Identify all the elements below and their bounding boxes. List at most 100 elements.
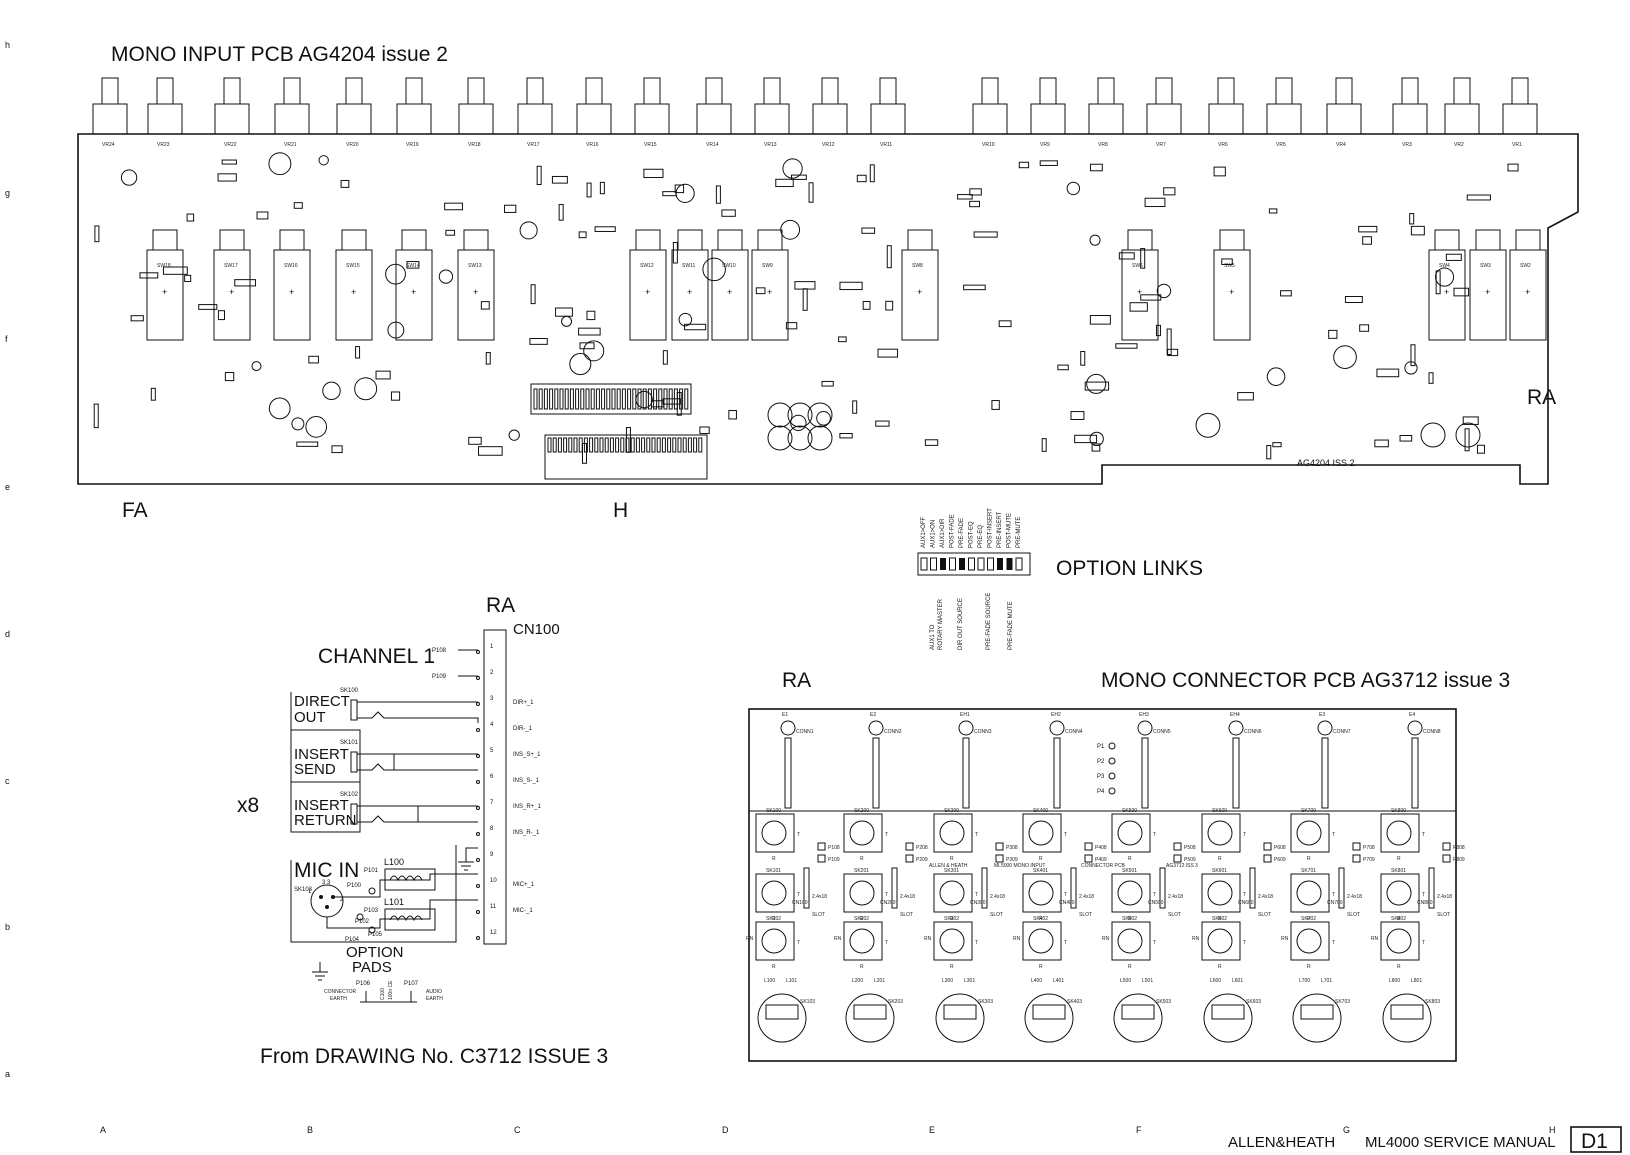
sk101-jack xyxy=(350,751,358,773)
audio-earth-1: AUDIO xyxy=(426,989,442,995)
jack-socket xyxy=(1028,820,1054,846)
ribbon-pin xyxy=(682,437,687,453)
switch-plus: + xyxy=(1229,287,1234,297)
pot-body xyxy=(1030,103,1066,135)
p-pad-a xyxy=(1263,842,1272,851)
resistor xyxy=(1118,252,1135,260)
xlr-outline xyxy=(935,993,985,1043)
pot-label: VR5 xyxy=(1276,142,1286,148)
p-pad-b xyxy=(905,854,914,863)
jack-label: SK501 xyxy=(1122,868,1137,874)
jack-ring: R xyxy=(950,964,954,970)
pot-shaft xyxy=(981,77,999,105)
slot-size: 2.4x18 xyxy=(1168,894,1183,900)
resistor xyxy=(1374,439,1389,448)
jack-label: SK102 xyxy=(766,916,781,922)
pot-label: VR23 xyxy=(157,142,170,148)
option-link-label: AUX1>OFF xyxy=(921,516,927,548)
trace-part xyxy=(1140,248,1146,269)
company-name: ALLEN&HEATH xyxy=(1228,1134,1335,1151)
conn-label: CONN7 xyxy=(1333,729,1351,735)
pot-label: VR6 xyxy=(1218,142,1228,148)
resistor xyxy=(699,426,710,435)
slot-hole xyxy=(981,867,988,909)
trace-part xyxy=(485,352,491,365)
p-pad-a xyxy=(905,842,914,851)
ic-array xyxy=(530,383,692,415)
array-pin xyxy=(642,388,647,410)
switch-plus: + xyxy=(229,287,234,297)
resistor xyxy=(1399,434,1413,442)
jack-ring: R xyxy=(772,856,776,862)
switch-top xyxy=(463,229,489,251)
jack-outline xyxy=(1290,873,1330,913)
jack-ring: R xyxy=(860,916,864,922)
header-hole xyxy=(1317,720,1333,736)
resistor xyxy=(1362,236,1372,245)
ribbon-pin xyxy=(578,437,583,453)
p-pad-b xyxy=(1263,854,1272,863)
capacitor xyxy=(519,221,538,240)
jack-socket xyxy=(1028,880,1054,906)
resistor xyxy=(1070,411,1085,421)
jack-ring: R xyxy=(1218,964,1222,970)
pot-shaft xyxy=(1511,77,1529,105)
p103-label: P103 xyxy=(364,908,379,914)
cn-pin-label: DIR+_1 xyxy=(513,700,534,706)
switch-top xyxy=(677,229,703,251)
jack-outline xyxy=(1022,921,1062,961)
resistor xyxy=(293,202,303,209)
switch-top xyxy=(152,229,178,251)
resistor xyxy=(186,213,195,222)
resistor xyxy=(969,200,981,208)
jack-outline xyxy=(755,921,795,961)
capacitor xyxy=(251,361,262,372)
jack-tip: T xyxy=(975,892,978,898)
cn-pin-label: MIC-_1 xyxy=(513,908,533,914)
electrolytic xyxy=(767,402,793,428)
slot-word: SLOT xyxy=(1258,912,1271,918)
pot-label: VR2 xyxy=(1454,142,1464,148)
jack-ring-tip: RN xyxy=(1281,936,1289,942)
p107-label: P107 xyxy=(404,981,419,987)
pot-shaft xyxy=(1155,77,1173,105)
resistor xyxy=(221,159,237,165)
sk100-jack xyxy=(350,699,358,721)
resistor xyxy=(1084,381,1110,391)
jack-tip: T xyxy=(1332,832,1335,838)
switch-label: SW11 xyxy=(682,263,695,269)
ribbon-pin xyxy=(573,437,578,453)
p-pad-a xyxy=(1442,842,1451,851)
pot-label: VR18 xyxy=(468,142,481,148)
pot-body xyxy=(812,103,848,135)
jack-outline xyxy=(1111,921,1151,961)
pot-shaft xyxy=(156,77,174,105)
jack-ring-tip: RN xyxy=(1192,936,1200,942)
insert-box xyxy=(290,729,361,833)
resistor xyxy=(969,188,982,196)
ribbon-pin xyxy=(667,437,672,453)
capacitor xyxy=(322,381,341,401)
cn-label: CN800 xyxy=(1417,900,1433,906)
jumper xyxy=(1015,557,1023,571)
pot-body xyxy=(274,103,310,135)
cn-pin-label: MIC+_1 xyxy=(513,882,535,888)
resistor xyxy=(775,178,794,188)
jack-socket xyxy=(1296,928,1322,954)
option-link-label: POST-MUTE xyxy=(1007,513,1013,548)
jack-ring: R xyxy=(1039,856,1043,862)
pot-label: VR15 xyxy=(644,142,657,148)
conn-label: CONN6 xyxy=(1244,729,1262,735)
array-pin xyxy=(533,388,538,410)
group-mic-in: MIC IN xyxy=(294,859,359,882)
jack-tip: T xyxy=(1064,892,1067,898)
p-pad-label-a: P508 xyxy=(1184,845,1196,851)
array-pin xyxy=(538,388,543,410)
xlr-label: SK803 xyxy=(1425,999,1440,1005)
jack-tip: T xyxy=(975,832,978,838)
xlr-outline xyxy=(1203,993,1253,1043)
jack-socket xyxy=(849,820,875,846)
cn-pin-number: 6 xyxy=(490,774,494,780)
cn-pin-number: 3 xyxy=(490,696,494,702)
p-pad-a xyxy=(1352,842,1361,851)
